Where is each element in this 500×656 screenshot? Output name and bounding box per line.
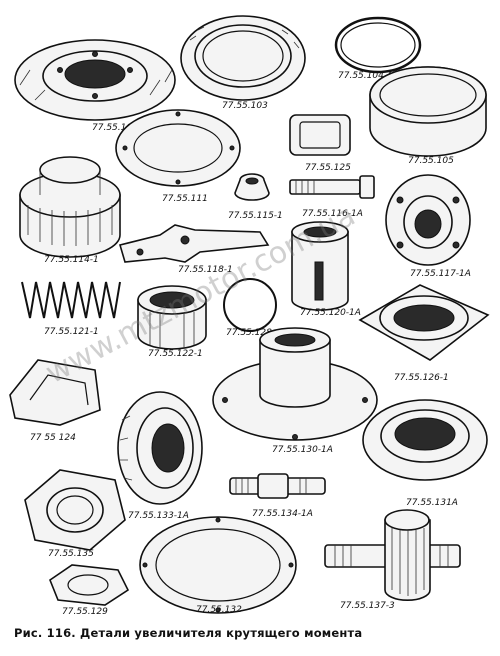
part-133-drawing xyxy=(117,391,203,505)
part-121-drawing xyxy=(21,281,121,319)
part-label-115: 77.55.115-1 xyxy=(228,211,283,221)
part-label-111: 77.55.111 xyxy=(162,194,208,204)
part-label-102a: 77.55.102 A xyxy=(92,123,147,133)
part-130-drawing xyxy=(212,327,378,441)
part-label-135: 77.55.135 xyxy=(48,549,94,559)
part-label-134: 77.55.134-1A xyxy=(252,509,313,519)
part-label-117: 77.55.117-1A xyxy=(410,269,471,279)
part-124-drawing xyxy=(9,359,101,426)
part-label-130: 77.55.130-1A xyxy=(272,445,333,455)
part-102a-drawing xyxy=(14,39,176,121)
part-label-120: 77.55.120-1A xyxy=(300,308,361,318)
part-115-drawing xyxy=(234,173,270,201)
part-label-121: 77.55.121-1 xyxy=(44,327,99,337)
parts-illustration: 77.55.102 A 77.55.103 77.55.104 A 77.55.… xyxy=(9,15,490,617)
part-111-drawing xyxy=(115,109,241,187)
part-125-drawing xyxy=(289,114,351,156)
part-label-114: 77.55.114-1 xyxy=(44,255,99,265)
part-label-118: 77.55.118-1 xyxy=(178,265,233,275)
part-label-103: 77.55.103 xyxy=(222,101,268,111)
part-120-drawing xyxy=(291,221,349,311)
part-118-drawing xyxy=(118,224,270,263)
part-label-128: 77.55.128 xyxy=(226,328,272,338)
part-104a-drawing xyxy=(334,16,422,74)
part-116-drawing xyxy=(289,175,375,199)
part-label-125: 77.55.125 xyxy=(305,163,351,173)
part-label-131: 77.55.131A xyxy=(406,498,458,508)
part-132-drawing xyxy=(139,516,297,614)
part-label-126: 77.55.126-1 xyxy=(394,373,449,383)
part-135-drawing xyxy=(24,469,126,551)
part-label-129: 77.55.129 xyxy=(62,607,108,617)
part-137-drawing xyxy=(324,509,461,602)
part-134-drawing xyxy=(229,473,326,499)
part-129-drawing xyxy=(49,564,130,606)
part-131-drawing xyxy=(362,399,488,481)
part-label-122: 77.55.122-1 xyxy=(148,349,203,359)
part-label-105: 77.55.105 xyxy=(408,156,454,166)
part-label-104a: 77.55.104 A xyxy=(338,71,393,81)
part-105-drawing xyxy=(369,66,487,157)
part-label-124: 77 55 124 xyxy=(30,433,76,443)
part-126-drawing xyxy=(358,284,490,361)
part-label-132: 77.55.132 xyxy=(196,605,242,615)
part-114-drawing xyxy=(19,156,121,258)
part-label-137: 77.55.137-3 xyxy=(340,601,395,611)
part-122-drawing xyxy=(137,285,207,350)
part-label-133: 77.55.133-1A xyxy=(128,511,189,521)
figure-caption: Рис. 116. Детали увеличителя крутящего м… xyxy=(14,626,363,640)
part-103-drawing xyxy=(180,15,306,101)
part-117-drawing xyxy=(385,174,471,266)
part-label-116: 77.55.116-1A xyxy=(302,209,363,219)
part-128-drawing xyxy=(223,278,277,332)
